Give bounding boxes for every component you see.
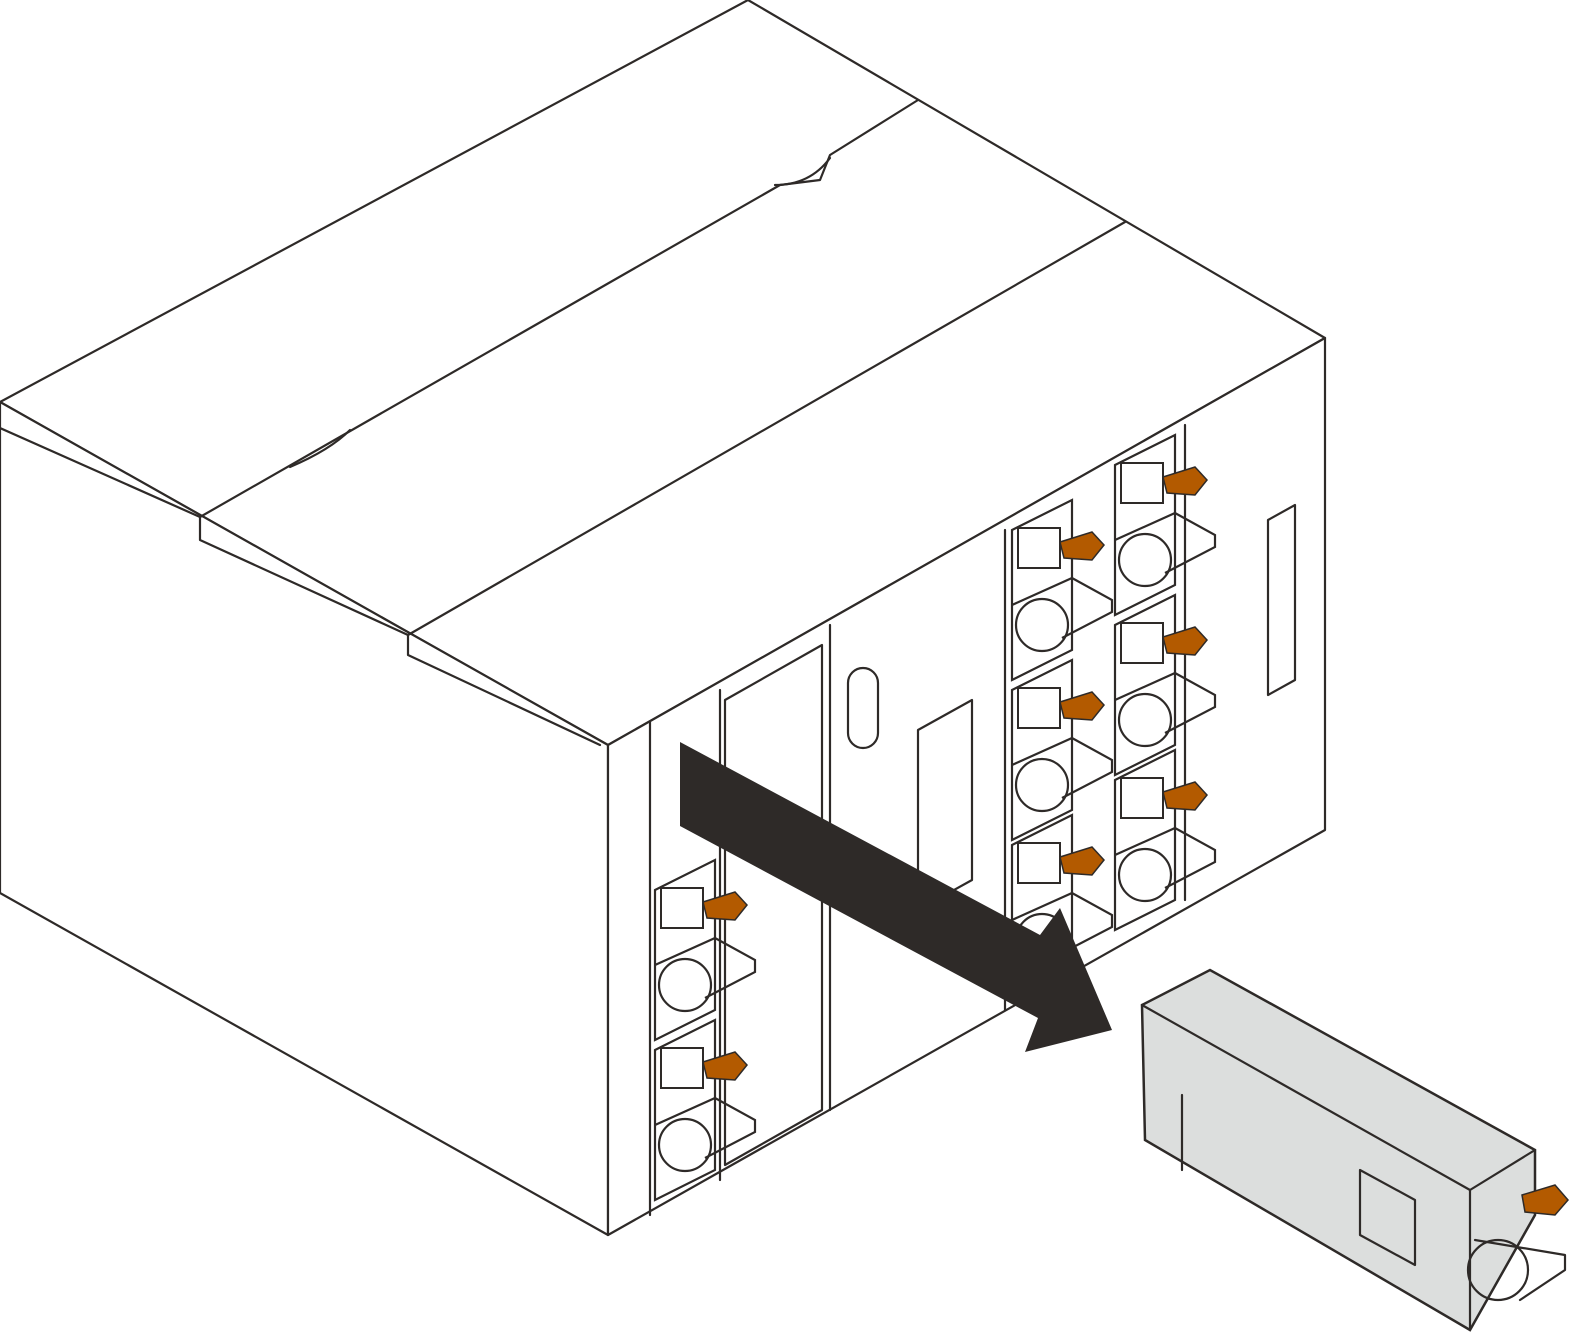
release-tab[interactable] (702, 1051, 748, 1081)
fan-icon (1117, 692, 1173, 748)
filler-slot (1266, 503, 1297, 697)
psu-handle[interactable] (1011, 736, 1114, 799)
psu-release-tab[interactable] (1521, 1184, 1569, 1216)
release-tab[interactable] (1162, 626, 1208, 656)
psu-face (653, 1018, 717, 1202)
power-supply-3[interactable] (1010, 498, 1114, 682)
fan-icon (1014, 597, 1070, 653)
psu-handle[interactable] (1011, 576, 1114, 639)
psu-body (1140, 968, 1537, 1332)
release-tab[interactable] (1162, 466, 1208, 496)
psu-face (1010, 498, 1074, 682)
psu-connector (1120, 462, 1164, 504)
empty-bay-filler (723, 643, 824, 1167)
fan-icon (1014, 757, 1070, 813)
cover-seam-2 (406, 220, 1127, 747)
release-tab[interactable] (1162, 781, 1208, 811)
psu-connector (660, 887, 704, 929)
power-supply-8[interactable] (1113, 748, 1217, 932)
cover-notch-1 (288, 428, 352, 469)
psu-fan-icon (1466, 1238, 1530, 1302)
psu-handle[interactable] (1114, 826, 1217, 889)
top-seam (0, 426, 202, 519)
cover-notch-2 (773, 156, 832, 187)
psu-connector (1017, 842, 1061, 884)
psu-handle[interactable] (654, 936, 757, 999)
psu-connector (1017, 687, 1061, 729)
release-tab[interactable] (1059, 846, 1105, 876)
psu-handle[interactable] (1114, 671, 1217, 734)
release-tab[interactable] (1059, 531, 1105, 561)
power-supply-7[interactable] (1113, 593, 1217, 777)
fan-icon (657, 1117, 713, 1173)
power-supply-2[interactable] (653, 1018, 757, 1202)
psu-face (1113, 748, 1177, 932)
psu-handle[interactable] (1114, 511, 1217, 574)
management-module (916, 698, 974, 912)
psu-handle[interactable] (654, 1096, 757, 1159)
psu-handle (1473, 1238, 1567, 1302)
psu-connector (1120, 777, 1164, 819)
power-supply-1[interactable] (653, 858, 757, 1042)
release-tab[interactable] (1059, 691, 1105, 721)
power-supply-4[interactable] (1010, 658, 1114, 842)
psu-face (653, 858, 717, 1042)
psu-face (1113, 433, 1177, 617)
removal-arrow (680, 742, 1112, 1052)
release-tab[interactable] (702, 891, 748, 921)
psu-face (1010, 658, 1074, 842)
fan-icon (1117, 532, 1173, 588)
psu-connector (1017, 527, 1061, 569)
psu-handle[interactable] (1011, 891, 1114, 954)
psu-connector (1120, 622, 1164, 664)
fan-icon (1117, 847, 1173, 903)
removed-power-supply (1140, 968, 1569, 1332)
filler-cutout (846, 666, 880, 750)
fan-icon (657, 957, 713, 1013)
psu-connector (660, 1047, 704, 1089)
psu-face (1113, 593, 1177, 777)
power-supply-6[interactable] (1113, 433, 1217, 617)
